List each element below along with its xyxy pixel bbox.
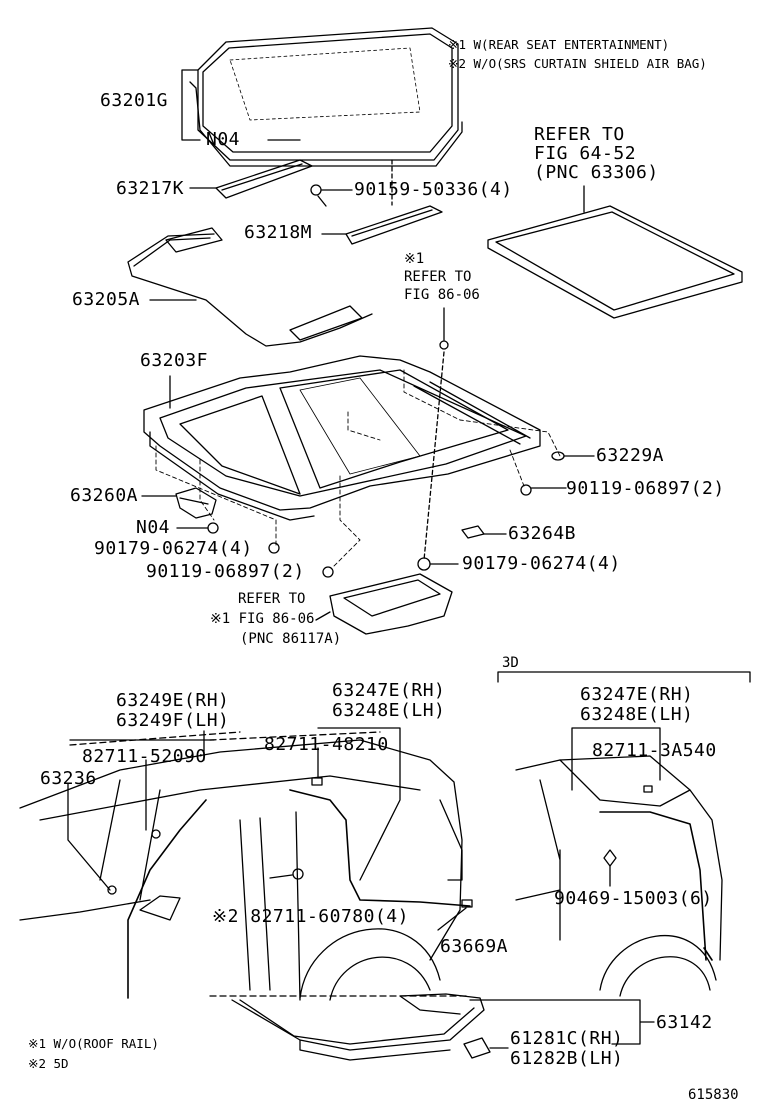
note-bottom-1: ※1 W/O(ROOF RAIL) [28,1036,159,1051]
clip-86-06 [439,340,449,350]
drive-motor-63260A [175,487,217,519]
leader-63247-a [317,727,401,881]
label-90469[interactable]: 90469-15003(6) [554,888,713,909]
bolt-90119-b [322,566,334,578]
label-82711-3A540[interactable]: 82711-3A540 [592,740,717,761]
note-top-1: ※1 W(REAR SEAT ENTERTAINMENT) [448,37,670,52]
figure-code: 615830 [688,1087,739,1103]
label-63248E-b[interactable]: 63248E(LH) [580,704,694,725]
nut-N04-b [207,522,219,534]
refer-86-bottom-2[interactable]: ※1 FIG 86-06 [210,611,315,627]
bracket-63264B [461,525,485,539]
label-N04-b[interactable]: N04 [136,517,171,538]
clip-48210 [311,777,323,786]
grommet-63236 [107,885,117,895]
section-3d-bracket [497,671,751,683]
note-bottom-2: ※2 5D [28,1056,69,1071]
fasteners [176,451,595,578]
roof-rail-63142 [231,993,485,1061]
label-63249E[interactable]: 63249E(RH) [116,690,230,711]
vehicle-5d-illustration [19,731,463,1001]
label-82711-48210[interactable]: 82711-48210 [264,734,389,755]
label-63247E-b[interactable]: 63247E(RH) [580,684,694,705]
clip-63229A [551,451,565,461]
label-90119-b[interactable]: 90119-06897(2) [146,561,305,582]
label-82711-60780[interactable]: ※2 82711-60780(4) [212,906,409,927]
label-90179-a[interactable]: 90179-06274(4) [94,538,253,559]
label-63205A[interactable]: 63205A [72,289,141,310]
refer-86-top-1: ※1 [404,251,425,267]
label-63203F[interactable]: 63203F [140,350,209,371]
bolt-90159 [310,184,353,207]
label-63264B[interactable]: 63264B [508,523,577,544]
label-63201G[interactable]: 63201G [100,90,169,111]
leader-63201G [181,69,201,141]
drain-hose-3d [599,811,713,961]
sunroof-glass-panel [189,27,463,167]
leader-52090 [69,739,215,831]
leader-refer-86-bottom [315,611,331,621]
label-61282B[interactable]: 61282B(LH) [510,1048,624,1069]
nut-90179-a [268,542,280,554]
refer-86-bottom-3: (PNC 86117A) [240,631,342,647]
label-63249F[interactable]: 63249F(LH) [116,710,230,731]
label-63217K[interactable]: 63217K [116,178,185,199]
clip-90469 [603,849,617,867]
label-63218M[interactable]: 63218M [244,222,313,243]
vehicle-3d-illustration [515,755,723,997]
clip-3A540 [643,785,653,793]
refer-86-bottom-1: REFER TO [238,591,306,607]
sunshade-panel [487,205,743,319]
label-63229A[interactable]: 63229A [596,445,665,466]
refer-shade-1: REFER TO [534,124,625,145]
label-63248E-a[interactable]: 63248E(LH) [332,700,446,721]
refer-shade-3[interactable]: (PNC 63306) [534,162,659,183]
label-61281C[interactable]: 61281C(RH) [510,1028,624,1049]
nut-90179-b [417,557,431,571]
label-90179-b[interactable]: 90179-06274(4) [462,553,621,574]
label-90159[interactable]: 90159-50336(4) [354,179,513,200]
clip-60780 [292,868,304,880]
label-63236[interactable]: 63236 [40,768,97,789]
refer-shade-2: FIG 64-52 [534,143,637,164]
label-90119-a[interactable]: 90119-06897(2) [566,478,725,499]
leader-63669A [437,907,467,931]
leader-63142 [469,999,655,1045]
refer-86-top-2: REFER TO [404,269,472,285]
refer-86-top-3[interactable]: FIG 86-06 [404,287,480,303]
label-63247E-a[interactable]: 63247E(RH) [332,680,446,701]
section-3d-label: 3D [502,655,519,671]
deflector-63217K [215,159,313,199]
drain-hoses [127,789,471,999]
frame-attach-dashes [155,369,561,567]
sunroof-frame-63203F [143,355,541,521]
bracket-61281 [463,1037,491,1059]
note-top-2: ※2 W/O(SRS CURTAIN SHIELD AIR BAG) [448,56,707,71]
leader-60780 [269,874,293,879]
label-N04-a[interactable]: N04 [206,129,241,150]
label-63142[interactable]: 63142 [656,1012,713,1033]
label-63260A[interactable]: 63260A [70,485,139,506]
dash-86-06 [423,351,445,561]
label-82711-52090[interactable]: 82711-52090 [82,746,207,767]
deflector-63218M [345,205,443,245]
grommet-63669A [461,899,473,908]
overhead-console-housing [329,573,453,635]
clip-52090 [151,829,161,839]
weatherstrip-63205A [127,227,373,347]
label-63669A[interactable]: 63669A [440,936,509,957]
bolt-90119-a [520,484,532,496]
leader-63236 [67,783,111,891]
leader-63247-b [571,727,661,791]
